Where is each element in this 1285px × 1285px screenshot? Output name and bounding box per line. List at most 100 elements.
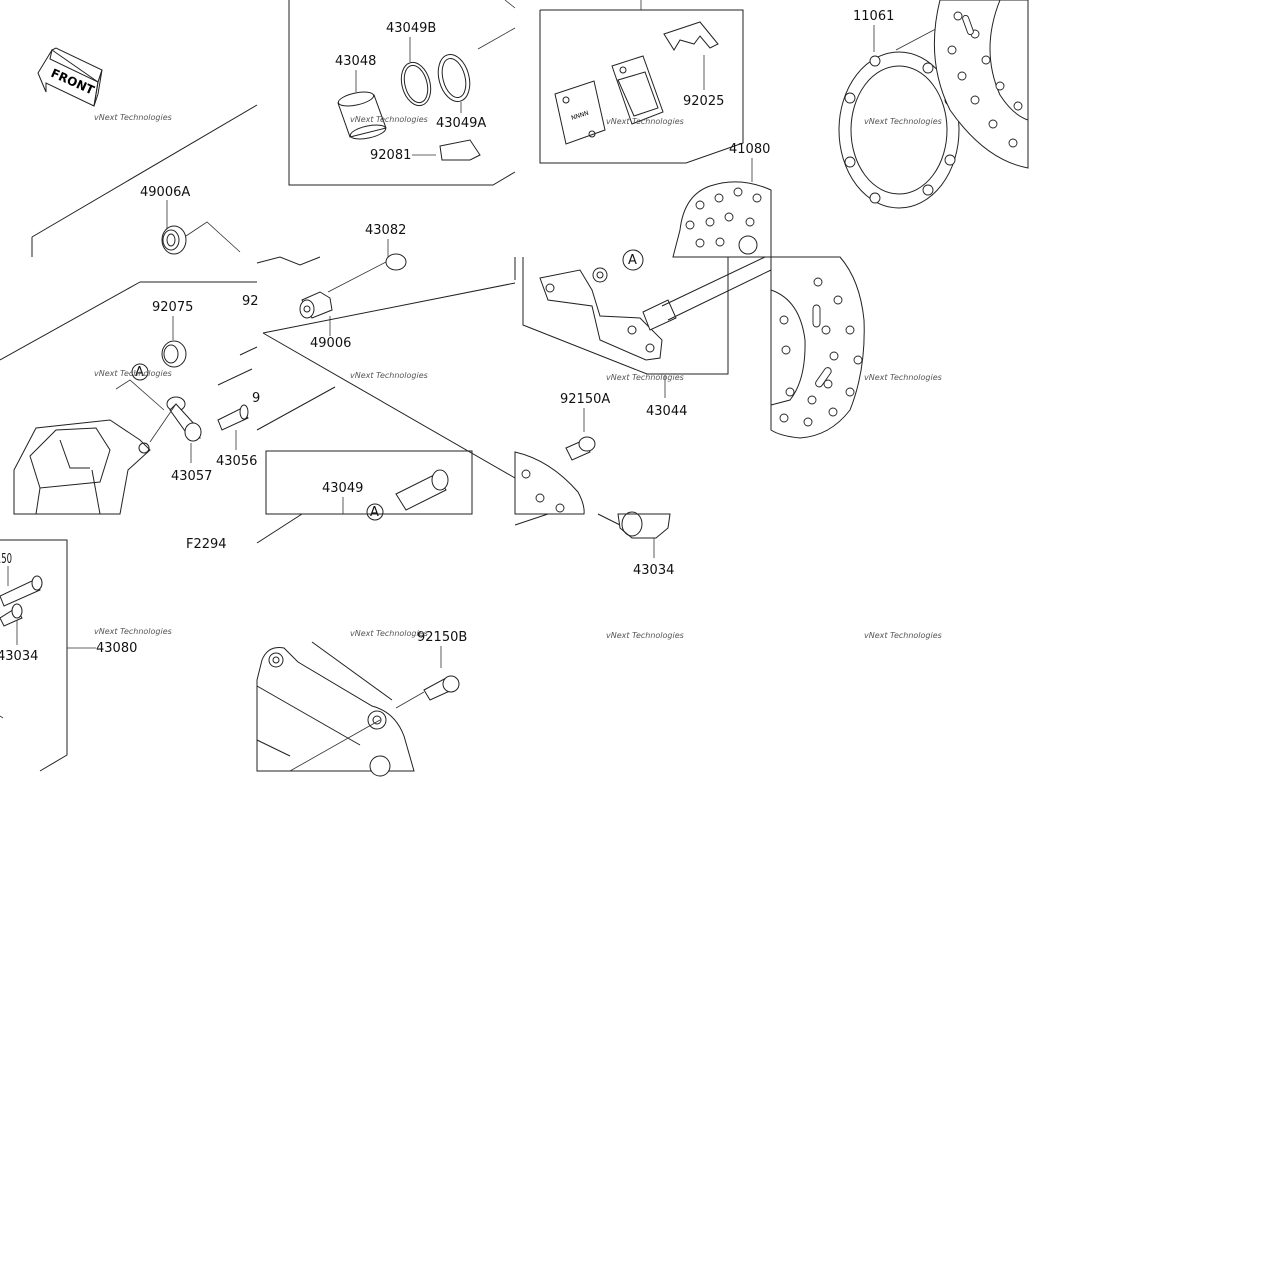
callout-a — [622, 249, 644, 271]
leader-line — [289, 719, 381, 772]
label-43057: 43057 — [171, 469, 212, 484]
frame-line — [262, 332, 516, 479]
label-92025: 92025 — [683, 94, 724, 109]
collar-49006A — [161, 225, 187, 255]
label-49006: 49006 — [310, 336, 351, 351]
washer — [592, 267, 608, 283]
spring-92081 — [439, 139, 481, 161]
seal-43049B — [400, 61, 432, 107]
frame-line — [256, 256, 321, 266]
leader-line — [327, 261, 387, 293]
label-41080: 41080 — [729, 142, 770, 157]
bracket-43044 — [539, 269, 663, 361]
callout-a-label: A — [628, 253, 637, 268]
label-43082: 43082 — [365, 223, 406, 238]
label-11061: 11061 — [853, 9, 894, 24]
label-43034: 43034 — [633, 563, 674, 578]
label-92081: 92081 — [370, 148, 411, 163]
bolt-49006 — [299, 291, 333, 319]
label-43049: 43049 — [322, 481, 363, 496]
label-43056: 43056 — [216, 454, 257, 469]
leader-line — [504, 0, 516, 9]
label-92-partial: 92 — [242, 294, 259, 309]
leader-line — [477, 27, 516, 50]
leader-line — [185, 221, 241, 253]
disc-41080-right — [770, 256, 865, 439]
seal-43049A — [437, 53, 471, 103]
watermark: vNext Technologies — [94, 369, 172, 378]
disc-41080-lower-edge — [514, 451, 585, 515]
brake-pad-inner: NNNN — [554, 80, 606, 145]
bolt-92150A — [565, 436, 596, 461]
disc-41080-rear-edge — [933, 0, 1029, 169]
boot-43082 — [385, 253, 407, 271]
watermark: vNext Technologies — [606, 631, 684, 640]
frame-line — [256, 386, 336, 431]
leader-line — [149, 403, 177, 443]
watermark: vNext Technologies — [864, 631, 942, 640]
pin-rod — [239, 346, 258, 356]
leader-line — [115, 379, 165, 411]
watermark: vNext Technologies — [350, 115, 428, 124]
watermark: vNext Technologies — [94, 113, 172, 122]
figure-code: F2294 — [186, 537, 227, 552]
label-43049A: 43049A — [436, 116, 486, 131]
callout-a-label: A — [135, 365, 144, 380]
frame-line — [31, 104, 258, 238]
label-49006A: 49006A — [140, 185, 190, 200]
label-92150B: 92150B — [417, 630, 467, 645]
callout-a — [366, 503, 384, 521]
seal-43034 — [617, 511, 671, 539]
pin-92150-lower — [0, 603, 23, 627]
label-43044: 43044 — [646, 404, 687, 419]
seal-inner — [441, 57, 467, 99]
brake-pad-outer — [611, 55, 664, 125]
watermark: vNext Technologies — [350, 629, 428, 638]
label-43049B: 43049B — [386, 21, 436, 36]
kit-box-43048 — [288, 0, 516, 186]
label-43080: 43080 — [96, 641, 137, 656]
label-9-partial: 9 — [252, 391, 260, 406]
caliper-bracket — [256, 647, 415, 777]
axle-spacer — [642, 256, 772, 331]
kit-box-pads — [539, 9, 744, 164]
bracket-frame — [522, 257, 729, 375]
watermark: vNext Technologies — [94, 627, 172, 636]
watermark-group: vNext Technologies vNext Technologies vN… — [94, 113, 942, 640]
front-arrow-icon: FRONT — [37, 47, 103, 107]
frame-line — [0, 281, 141, 361]
frame-line — [514, 513, 549, 526]
label-92075: 92075 — [152, 300, 193, 315]
spring-92025 — [663, 21, 719, 51]
watermark: vNext Technologies — [864, 117, 942, 126]
caliper-body — [13, 419, 151, 515]
pin-stub — [0, 715, 4, 719]
pin-43049 — [395, 469, 449, 511]
label-92150-top: 92150 — [0, 552, 12, 567]
callout-a — [131, 363, 149, 381]
pin-rod — [217, 368, 253, 386]
leader-line — [395, 691, 425, 709]
frame-line — [311, 641, 393, 701]
bolt-92150B — [423, 675, 460, 701]
frame-line — [262, 282, 516, 334]
frame-line — [597, 513, 621, 526]
watermark: vNext Technologies — [606, 373, 684, 382]
label-43048: 43048 — [335, 54, 376, 69]
washer-hole — [596, 271, 604, 279]
watermark: vNext Technologies — [864, 373, 942, 382]
disc-41080-top — [672, 181, 772, 258]
bleeder-43056 — [217, 404, 249, 431]
watermark: vNext Technologies — [606, 117, 684, 126]
seal-inner — [403, 64, 429, 104]
bushing-92075 — [161, 340, 187, 368]
callout-a-label: A — [370, 505, 379, 520]
kit-box-43080 — [0, 539, 68, 772]
piston-43048 — [337, 91, 387, 140]
label-92150A: 92150A — [560, 392, 610, 407]
kit-box-43049 — [265, 450, 473, 515]
union-bolt-43057 — [166, 396, 202, 442]
watermark: vNext Technologies — [350, 371, 428, 380]
label-92150-bottom: 43034 — [0, 649, 38, 664]
